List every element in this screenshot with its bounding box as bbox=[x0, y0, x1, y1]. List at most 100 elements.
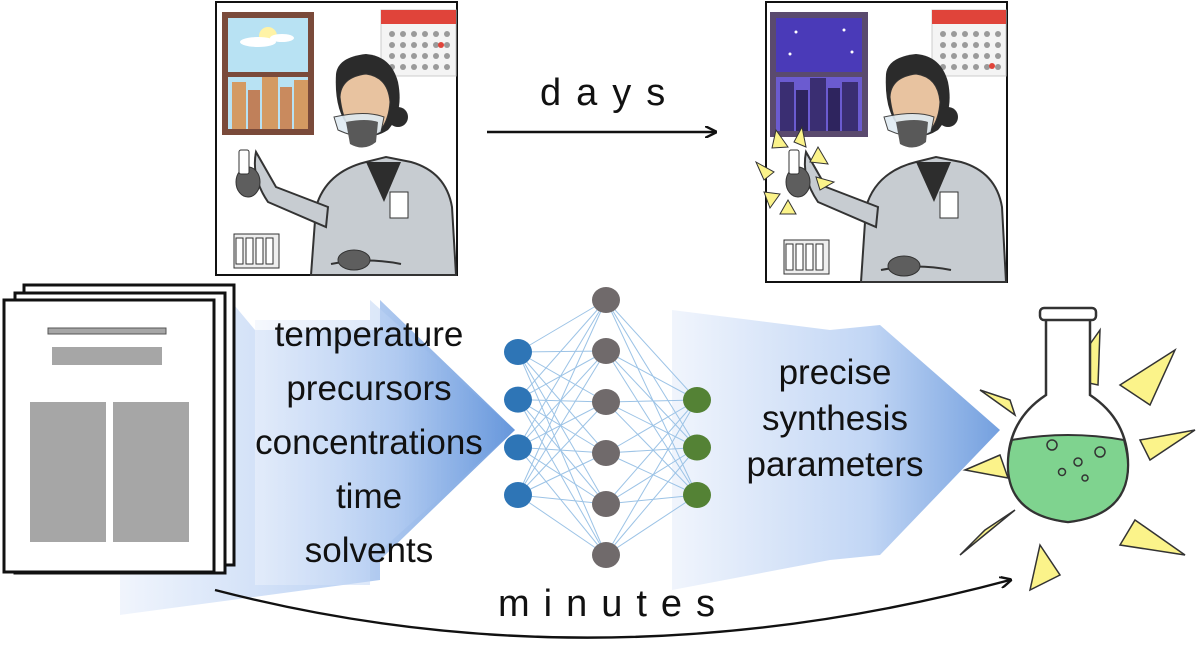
network-edge bbox=[517, 452, 607, 496]
calendar-day-dot bbox=[995, 31, 1001, 37]
network-edge bbox=[517, 494, 607, 556]
calendar-day-dot bbox=[433, 53, 439, 59]
calendar-day-dot bbox=[444, 42, 450, 48]
calendar-day-dot bbox=[973, 53, 979, 59]
calendar-day-dot bbox=[400, 64, 406, 70]
calendar-day-dot bbox=[422, 42, 428, 48]
network-edge bbox=[517, 350, 607, 401]
hidden-node bbox=[592, 491, 620, 517]
network-edge bbox=[605, 399, 698, 403]
calendar-day-dot bbox=[951, 64, 957, 70]
calendar-day-dot bbox=[951, 42, 957, 48]
network-edge bbox=[605, 494, 698, 556]
calendar-day-dot bbox=[951, 53, 957, 59]
flask-icon bbox=[959, 306, 1196, 592]
parameter-solvents: solvents bbox=[304, 531, 434, 570]
calendar-day-dot bbox=[389, 53, 395, 59]
calendar-day-dot bbox=[973, 31, 979, 37]
calendar-day-dot bbox=[940, 42, 946, 48]
network-edge bbox=[605, 494, 698, 505]
network-edge bbox=[517, 350, 607, 353]
network-edge bbox=[517, 299, 607, 448]
window-night-icon bbox=[770, 12, 868, 137]
hidden-node bbox=[592, 338, 620, 364]
network-edge bbox=[517, 401, 607, 448]
output-parameters-label: precise synthesis parameters bbox=[720, 350, 950, 488]
network-edge bbox=[605, 401, 698, 496]
sparkle-icon bbox=[959, 327, 1196, 592]
calendar-day-dot bbox=[962, 53, 968, 59]
network-edge bbox=[605, 447, 698, 505]
network-edge bbox=[517, 399, 607, 403]
calendar-day-dot bbox=[400, 53, 406, 59]
network-edge bbox=[517, 446, 607, 454]
parameter-temperature: temperature bbox=[274, 315, 464, 354]
calendar-day-dot bbox=[444, 31, 450, 37]
calendar-day-dot bbox=[995, 64, 1001, 70]
window-day-icon bbox=[222, 12, 314, 135]
network-edge bbox=[605, 452, 698, 496]
calendar-day-dot bbox=[984, 31, 990, 37]
calendar-day-dot bbox=[433, 31, 439, 37]
parameter-precursors: precursors bbox=[286, 369, 452, 408]
calendar-day-dot bbox=[422, 64, 428, 70]
calendar-day-dot bbox=[444, 53, 450, 59]
input-node bbox=[504, 434, 532, 461]
calendar-icon bbox=[931, 9, 1007, 77]
calendar-day-dot bbox=[973, 64, 979, 70]
literature-documents-icon bbox=[2, 283, 236, 575]
network-edge bbox=[517, 351, 607, 403]
network-edge bbox=[517, 446, 607, 505]
days-label: days bbox=[540, 72, 681, 114]
network-edge bbox=[517, 350, 607, 448]
network-edge bbox=[517, 299, 607, 496]
calendar-day-dot bbox=[400, 42, 406, 48]
sparkle-icon bbox=[754, 125, 836, 215]
input-node bbox=[504, 339, 532, 365]
network-edge bbox=[605, 299, 698, 496]
output-line-2: synthesis bbox=[762, 399, 908, 438]
network-edge bbox=[605, 299, 698, 448]
network-edge bbox=[605, 447, 698, 454]
network-edge bbox=[517, 447, 607, 556]
output-node bbox=[683, 434, 711, 461]
network-edge bbox=[517, 401, 607, 496]
neural-network bbox=[504, 287, 711, 568]
researcher-night-scene bbox=[754, 1, 1008, 283]
network-edge bbox=[605, 299, 698, 401]
network-edge bbox=[517, 299, 607, 400]
neural-network-connections bbox=[517, 299, 698, 556]
hidden-node bbox=[592, 287, 620, 313]
hidden-node bbox=[592, 389, 620, 415]
calendar-day-dot bbox=[433, 42, 439, 48]
input-parameters-list: temperature precursors concentrations ti… bbox=[233, 308, 505, 578]
network-edge bbox=[605, 401, 698, 448]
calendar-day-dot bbox=[951, 31, 957, 37]
network-edge bbox=[517, 350, 607, 496]
calendar-day-dot bbox=[962, 31, 968, 37]
network-edge bbox=[517, 299, 607, 353]
network-edge bbox=[517, 399, 607, 556]
output-node bbox=[683, 482, 711, 508]
output-line-3: parameters bbox=[746, 445, 924, 484]
calendar-day-dot bbox=[973, 42, 979, 48]
calendar-day-dot bbox=[389, 31, 395, 37]
output-line-1: precise bbox=[778, 353, 892, 392]
output-process-arrows bbox=[672, 310, 1000, 590]
calendar-day-dot bbox=[940, 53, 946, 59]
calendar-day-dot bbox=[400, 31, 406, 37]
minutes-label: minutes bbox=[498, 583, 730, 625]
researcher-figure bbox=[233, 54, 458, 276]
calendar-day-dot bbox=[411, 42, 417, 48]
calendar-day-dot bbox=[984, 64, 990, 70]
parameter-concentrations: concentrations bbox=[255, 423, 483, 462]
network-edge bbox=[605, 447, 698, 556]
calendar-day-dot bbox=[940, 31, 946, 37]
calendar-day-dot bbox=[411, 31, 417, 37]
network-edge bbox=[517, 399, 607, 454]
input-node bbox=[504, 386, 532, 413]
calendar-day-dot bbox=[962, 64, 968, 70]
network-edge bbox=[517, 494, 607, 505]
calendar-day-dot bbox=[984, 53, 990, 59]
